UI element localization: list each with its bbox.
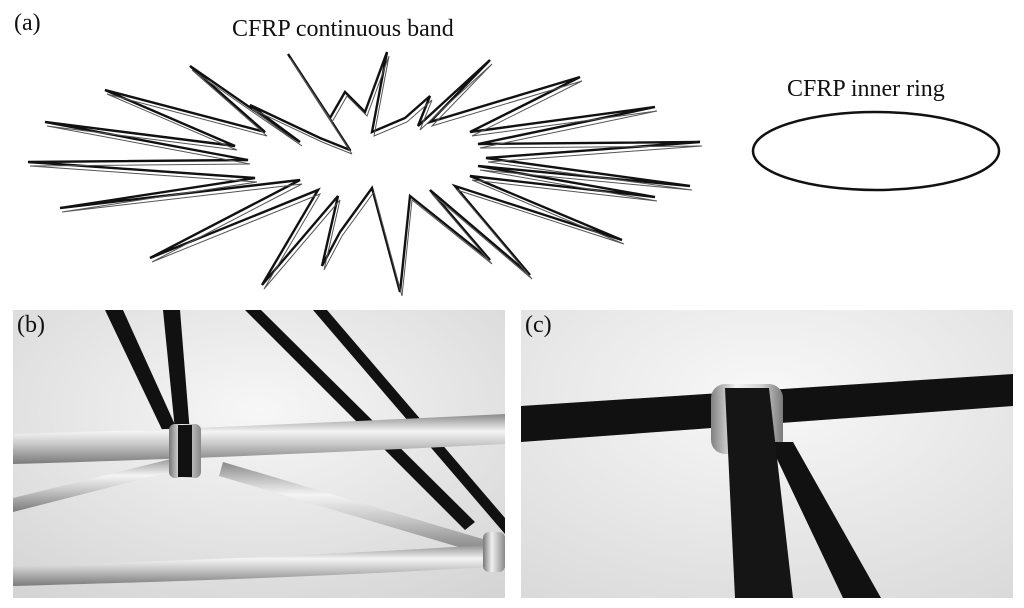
band-label: CFRP continuous band (232, 16, 454, 42)
cfrp-band-vertical (725, 388, 793, 598)
lower-tube (13, 544, 505, 586)
panel-b-render (13, 310, 505, 598)
panel-b-label: (b) (17, 312, 45, 338)
cfrp-inner-ring (751, 110, 1001, 192)
cfrp-continuous-band (27, 51, 701, 293)
strut-diagonal (13, 456, 185, 512)
cfrp-continuous-band-edge (29, 55, 703, 297)
joint-sleeve (483, 532, 505, 572)
ring-label: CFRP inner ring (787, 76, 945, 102)
panel-a-label: (a) (14, 10, 41, 36)
main-tube (13, 414, 505, 464)
cfrp-band-diagonal (769, 442, 881, 598)
panel-c: (c) (521, 310, 1013, 598)
strut-diagonal (219, 462, 493, 556)
band-through-sleeve (178, 425, 192, 477)
panel-c-label: (c) (525, 312, 552, 338)
panel-b: (b) (13, 310, 505, 598)
panel-a-drawing (27, 51, 1001, 297)
cfrp-band (105, 310, 181, 440)
panel-a: (a) CFRP continuous band CFRP inner ring (0, 0, 1024, 300)
cfrp-band (245, 310, 475, 530)
panel-c-render (521, 310, 1013, 598)
